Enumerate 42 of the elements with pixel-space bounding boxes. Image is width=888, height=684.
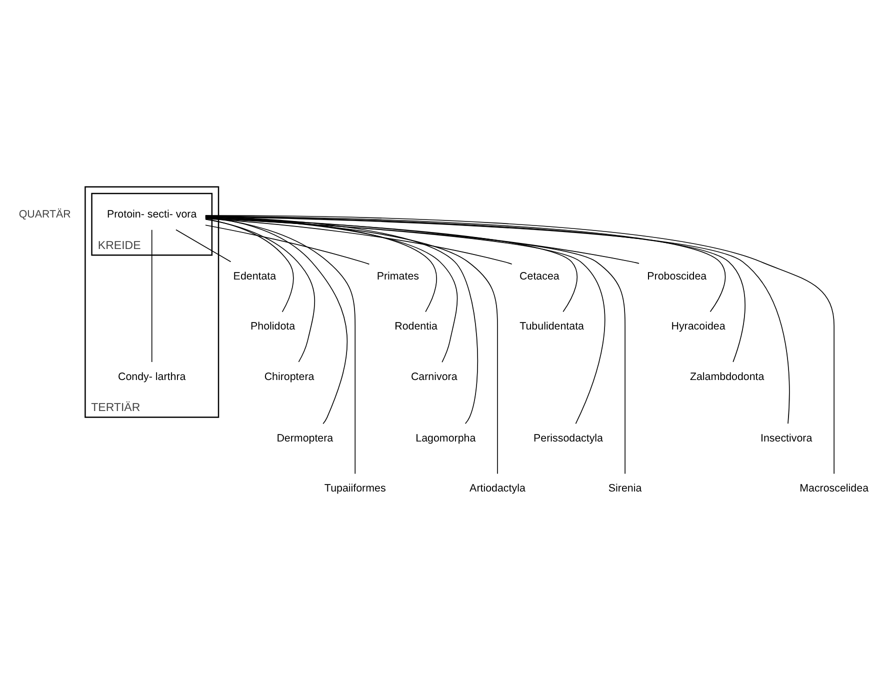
- connector: [205, 216, 478, 424]
- node-text: Tubulidentata: [520, 320, 584, 333]
- node-text: Sirenia: [608, 482, 642, 495]
- connector: [205, 218, 315, 362]
- node-text: Pholidota: [250, 320, 296, 333]
- connector: [176, 229, 232, 262]
- node-text: Macroscelidea: [800, 482, 869, 495]
- node-text: Hyracoidea: [671, 320, 726, 333]
- node-text: Rodentia: [394, 320, 438, 333]
- connector: [205, 216, 726, 312]
- node-text: Insectivora: [760, 432, 812, 444]
- node-text: Condy- larthra: [118, 370, 186, 383]
- node-text: Primates: [376, 270, 419, 282]
- node-text: Lagomorpha: [416, 432, 476, 444]
- node-text: Proboscidea: [647, 270, 707, 282]
- connector: [205, 216, 437, 312]
- node-text: Carnivora: [410, 370, 458, 383]
- connector: [205, 224, 370, 265]
- node-text: Zalambdodonta: [690, 370, 764, 383]
- connector: [205, 218, 512, 264]
- node-text: QUARTÄR: [18, 208, 71, 221]
- connector: [204, 216, 790, 424]
- connector: [204, 217, 498, 474]
- connector: [205, 218, 606, 424]
- connector: [204, 215, 834, 474]
- node-text: Dermoptera: [276, 432, 334, 444]
- connector: [205, 217, 356, 474]
- node-text: Artiodactyla: [470, 482, 526, 495]
- node-text: Chiroptera: [264, 370, 314, 383]
- connector: [151, 230, 152, 362]
- connector: [204, 218, 626, 474]
- node-text: Protoin- secti- vora: [107, 208, 197, 221]
- node-text: Tupaiiformes: [324, 482, 386, 495]
- connector: [204, 216, 746, 362]
- node-text: Edentata: [233, 270, 276, 282]
- node-text: Perissodactyla: [534, 432, 604, 444]
- node-text: Cetacea: [520, 270, 560, 282]
- connector: [205, 216, 640, 264]
- connector: [205, 217, 578, 312]
- connector: [205, 216, 348, 424]
- connector: [205, 216, 458, 363]
- connector: [205, 218, 294, 312]
